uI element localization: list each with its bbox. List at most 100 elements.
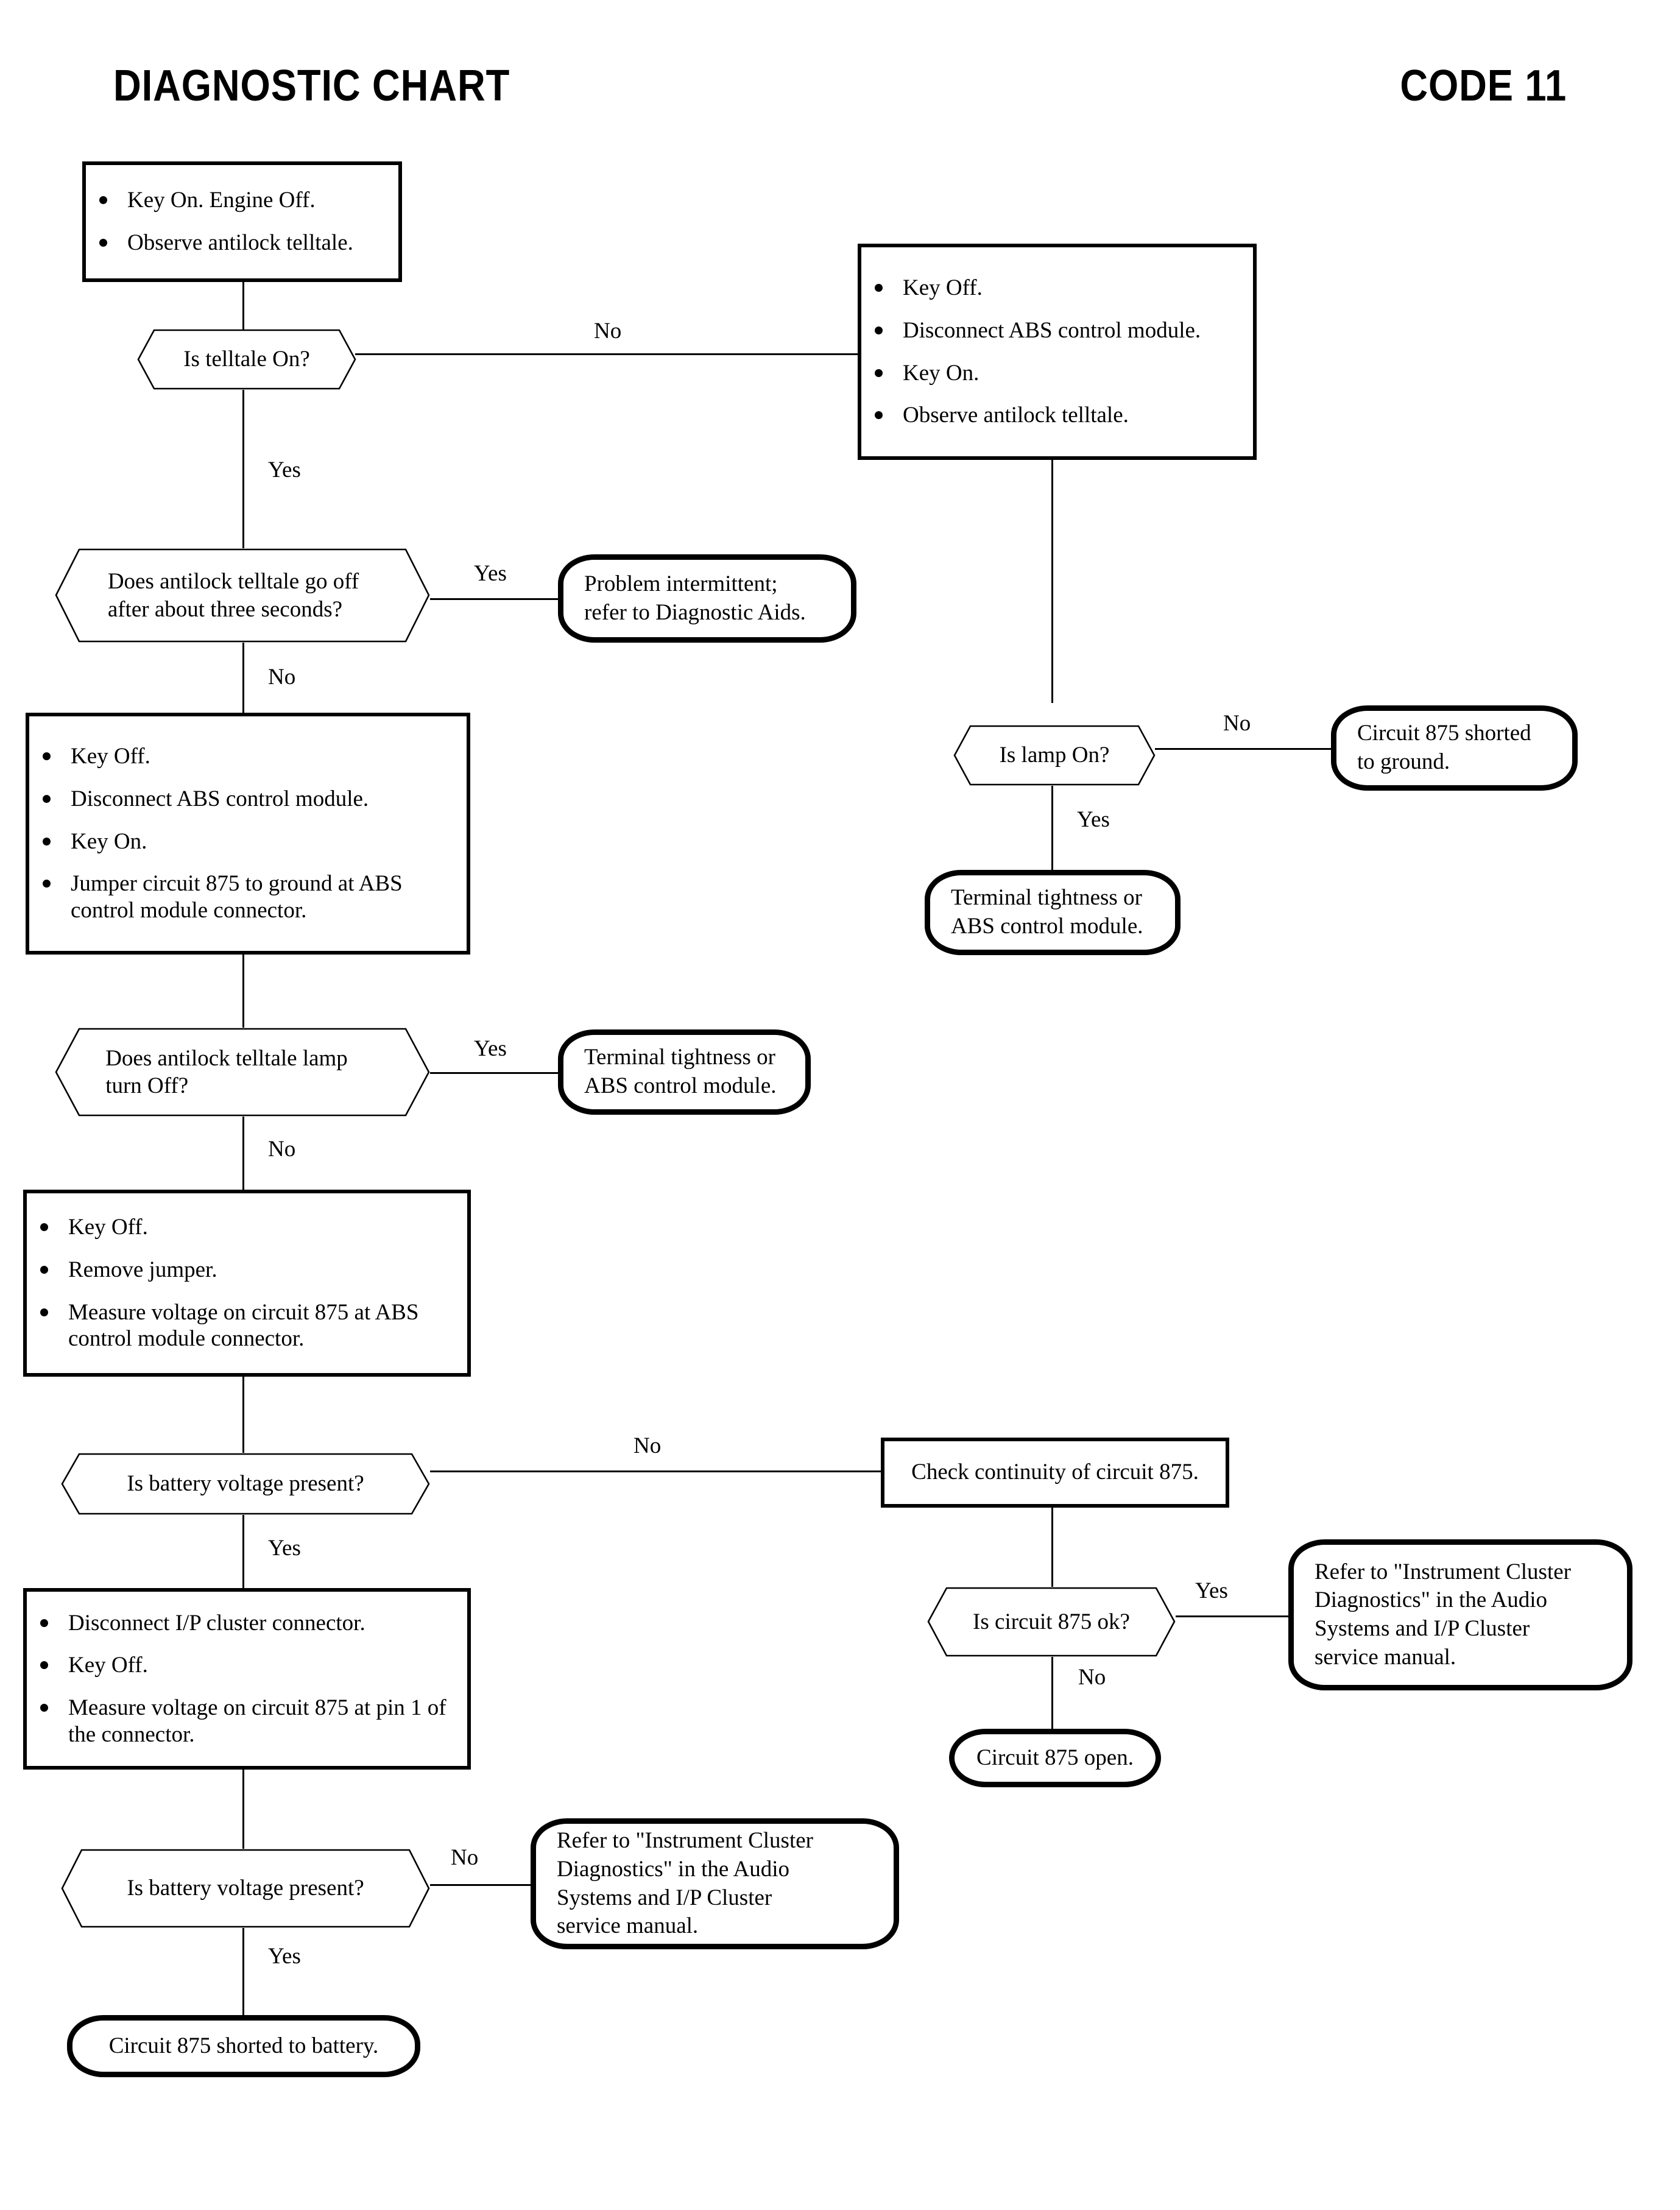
terminal-text: Terminal tightness or ABS control module…: [563, 1043, 805, 1100]
process-box-check-continuity: Check continuity of circuit 875.: [881, 1438, 1229, 1508]
hexagon-shape: [137, 329, 356, 390]
hexagon-shape: [927, 1587, 1176, 1657]
terminal-line: Refer to "Instrument Cluster: [557, 1828, 813, 1854]
process-box-disconnect-abs-module: Key Off. Disconnect ABS control module. …: [858, 244, 1257, 460]
terminal-problem-intermittent: Problem intermittent; refer to Diagnosti…: [558, 554, 856, 643]
code-label: CODE 11: [1400, 62, 1567, 110]
edge-goesoff-no: [242, 643, 244, 713]
branch-label-goesoff-yes: Yes: [474, 561, 507, 586]
terminal-line: Refer to "Instrument Cluster: [1315, 1559, 1571, 1584]
bullet-list: Key Off. Remove jumper. Measure voltage …: [33, 1214, 461, 1352]
bullet-item: Disconnect I/P cluster connector.: [33, 1610, 461, 1637]
terminal-line: Terminal tightness or: [584, 1045, 775, 1070]
edge-875ok-no: [1051, 1657, 1053, 1730]
hexagon-shape: [55, 548, 430, 643]
bullet-item: Key On. Engine Off.: [92, 187, 392, 214]
process-box-remove-jumper-measure-voltage: Key Off. Remove jumper. Measure voltage …: [23, 1190, 471, 1377]
decision-is-telltale-on: Is telltale On?: [137, 329, 356, 390]
terminal-text: Terminal tightness or ABS control module…: [930, 884, 1175, 941]
terminal-text: Circuit 875 open.: [955, 1744, 1156, 1773]
edge-batt2-no: [430, 1884, 531, 1886]
bullet-list: Key On. Engine Off. Observe antilock tel…: [92, 187, 392, 256]
decision-label: Does antilock telltale go off after abou…: [107, 569, 359, 622]
branch-label-batt2-yes: Yes: [268, 1944, 301, 1969]
edge-goesoff-yes: [430, 598, 558, 600]
branch-label-lamp-yes: Yes: [1077, 807, 1110, 832]
terminal-refer-instrument-cluster-right: Refer to "Instrument Cluster Diagnostics…: [1288, 1539, 1632, 1690]
terminal-line: Circuit 875 shorted: [1357, 721, 1531, 746]
decision-battery-voltage-present-1: Is battery voltage present?: [61, 1453, 430, 1515]
decision-label: Is battery voltage present?: [127, 1471, 364, 1497]
edge-batt2-yes: [242, 1928, 244, 2016]
edge-lampoff-yes: [430, 1072, 558, 1074]
branch-label-goesoff-no: No: [268, 665, 296, 690]
terminal-text: Problem intermittent; refer to Diagnosti…: [563, 570, 851, 627]
branch-label-lampoff-no: No: [268, 1137, 296, 1162]
bullet-list: Key Off. Disconnect ABS control module. …: [867, 275, 1247, 429]
branch-label-batt1-yes: Yes: [268, 1536, 301, 1561]
edge-lamp-no: [1155, 748, 1332, 750]
bullet-item: Measure voltage on circuit 875 at ABS co…: [33, 1299, 461, 1352]
branch-label-lamp-no: No: [1223, 711, 1251, 736]
terminal-text: Refer to "Instrument Cluster Diagnostics…: [1294, 1558, 1627, 1672]
terminal-line: ABS control module.: [951, 914, 1143, 939]
branch-label-875ok-yes: Yes: [1195, 1578, 1228, 1603]
bullet-item: Key Off.: [35, 743, 461, 770]
decision-label: Is lamp On?: [999, 743, 1110, 768]
edge-start-to-telltale: [242, 280, 244, 347]
edge-batt1-yes: [242, 1515, 244, 1588]
branch-label-batt1-no: No: [634, 1433, 662, 1458]
terminal-tightness-or-abs-module-left: Terminal tightness or ABS control module…: [558, 1029, 811, 1115]
hexagon-shape: [55, 1028, 430, 1117]
terminal-line: Circuit 875 shorted to battery.: [108, 2033, 379, 2058]
edge-continuity-to-875ok: [1051, 1508, 1053, 1587]
terminal-line: refer to Diagnostic Aids.: [584, 599, 806, 625]
terminal-text: Refer to "Instrument Cluster Diagnostics…: [536, 1827, 894, 1940]
terminal-line: service manual.: [557, 1913, 699, 1939]
terminal-tightness-or-abs-module-right: Terminal tightness or ABS control module…: [925, 870, 1181, 955]
decision-label: Is circuit 875 ok?: [973, 1609, 1130, 1634]
terminal-circuit-875-shorted-to-ground: Circuit 875 shorted to ground.: [1331, 705, 1578, 791]
bullet-item: Disconnect ABS control module.: [35, 786, 461, 813]
branch-label-telltale-no: No: [594, 319, 622, 344]
branch-label-875ok-no: No: [1078, 1665, 1106, 1690]
hexagon-shape: [61, 1453, 430, 1515]
terminal-line: ABS control module.: [584, 1073, 777, 1098]
bullet-list: Key Off. Disconnect ABS control module. …: [35, 743, 461, 923]
edge-remove-to-batt1: [242, 1377, 244, 1453]
bullet-item: Disconnect ABS control module.: [867, 317, 1247, 344]
terminal-line: Diagnostics" in the Audio: [557, 1856, 789, 1882]
terminal-circuit-875-open: Circuit 875 open.: [949, 1729, 1161, 1787]
terminal-refer-instrument-cluster-left: Refer to "Instrument Cluster Diagnostics…: [531, 1818, 899, 1949]
decision-label: Does antilock telltale lamp turn Off?: [105, 1045, 348, 1098]
bullet-item: Observe antilock telltale.: [92, 230, 392, 256]
bullet-item: Observe antilock telltale.: [867, 402, 1247, 429]
decision-label: Is telltale On?: [183, 347, 310, 372]
edge-abs-box-to-lamp: [1051, 459, 1053, 703]
branch-label-lampoff-yes: Yes: [474, 1036, 507, 1061]
edge-lamp-yes: [1051, 786, 1053, 871]
process-box-key-on-engine-off: Key On. Engine Off. Observe antilock tel…: [82, 161, 402, 282]
branch-label-telltale-yes: Yes: [268, 457, 301, 482]
decision-telltale-lamp-turn-off: Does antilock telltale lamp turn Off?: [55, 1028, 430, 1117]
bullet-item: Remove jumper.: [33, 1257, 461, 1283]
hexagon-shape: [61, 1849, 430, 1928]
hexagon-shape: [953, 725, 1156, 786]
bullet-item: Jumper circuit 875 to ground at ABS cont…: [35, 870, 461, 923]
bullet-item: Key Off.: [867, 275, 1247, 302]
bullet-item: Key Off.: [33, 1214, 461, 1241]
terminal-line: Terminal tightness or: [951, 885, 1142, 911]
bullet-item: Measure voltage on circuit 875 at pin 1 …: [33, 1695, 461, 1748]
edge-lampoff-no: [242, 1117, 244, 1190]
decision-is-lamp-on: Is lamp On?: [953, 725, 1156, 786]
process-text: Check continuity of circuit 875.: [911, 1460, 1199, 1485]
process-box-disconnect-ip-cluster: Disconnect I/P cluster connector. Key Of…: [23, 1588, 471, 1770]
edge-jumper-to-lampoff: [242, 955, 244, 1028]
decision-telltale-goes-off: Does antilock telltale go off after abou…: [55, 548, 430, 643]
edge-telltale-no: [355, 353, 858, 355]
bullet-item: Key Off.: [33, 1652, 461, 1679]
terminal-line: service manual.: [1315, 1644, 1456, 1670]
terminal-line: Circuit 875 open.: [976, 1745, 1134, 1770]
terminal-text: Circuit 875 shorted to battery.: [72, 2032, 415, 2061]
